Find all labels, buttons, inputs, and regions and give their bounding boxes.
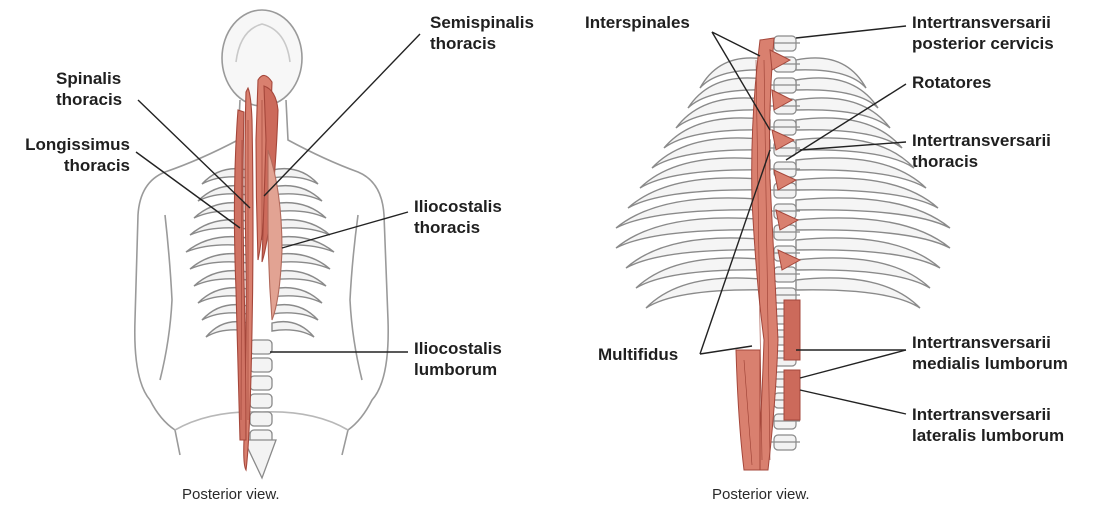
vertebra [250, 412, 272, 426]
label-iliocostalis-thoracis: Iliocostalis thoracis [414, 196, 502, 238]
label-line: Longissimus [12, 134, 130, 155]
label-line: Intertransversarii [912, 130, 1051, 151]
label-line: thoracis [414, 217, 502, 238]
label-line: Intertransversarii [912, 404, 1064, 425]
label-line: lateralis lumborum [912, 425, 1064, 446]
label-spinalis-thoracis: Spinalis thoracis [56, 68, 122, 110]
label-line: posterior cervicis [912, 33, 1054, 54]
label-intertransversarii-medialis-lumborum: Intertransversarii medialis lumborum [912, 332, 1068, 374]
label-line: Intertransversarii [912, 332, 1068, 353]
label-line: thoracis [912, 151, 1051, 172]
label-line: Iliocostalis [414, 338, 502, 359]
label-rotatores: Rotatores [912, 72, 991, 93]
label-intertransversarii-thoracis: Intertransversarii thoracis [912, 130, 1051, 172]
rib [272, 169, 318, 184]
label-line: Interspinales [585, 12, 690, 33]
rib [272, 305, 318, 320]
label-iliocostalis-lumborum: Iliocostalis lumborum [414, 338, 502, 380]
label-line: thoracis [56, 89, 122, 110]
erector-spinae-muscles [234, 75, 282, 470]
rib [646, 278, 770, 308]
rib [272, 322, 314, 337]
label-line: thoracis [430, 33, 534, 54]
label-interspinales: Interspinales [585, 12, 690, 33]
label-line: Spinalis [56, 68, 122, 89]
label-intertransversarii-posterior-cervicis: Intertransversarii posterior cervicis [912, 12, 1054, 54]
label-line: medialis lumborum [912, 353, 1068, 374]
label-line: Intertransversarii [912, 12, 1054, 33]
sacrum [244, 440, 276, 478]
label-line: Semispinalis [430, 12, 534, 33]
vertebra [250, 394, 272, 408]
label-line: thoracis [12, 155, 130, 176]
rib [796, 278, 920, 308]
right-caption: Posterior view. [712, 486, 810, 503]
label-line: Multifidus [598, 344, 678, 365]
label-line: Rotatores [912, 72, 991, 93]
rib [272, 288, 322, 303]
label-semispinalis-thoracis: Semispinalis thoracis [430, 12, 534, 54]
label-multifidus: Multifidus [598, 344, 678, 365]
label-intertransversarii-lateralis-lumborum: Intertransversarii lateralis lumborum [912, 404, 1064, 446]
left-caption: Posterior view. [182, 486, 280, 503]
vertebra [250, 376, 272, 390]
vertebra [250, 340, 272, 354]
label-line: lumborum [414, 359, 502, 380]
label-longissimus-thoracis: Longissimus thoracis [12, 134, 130, 176]
label-line: Iliocostalis [414, 196, 502, 217]
vertebra [250, 358, 272, 372]
